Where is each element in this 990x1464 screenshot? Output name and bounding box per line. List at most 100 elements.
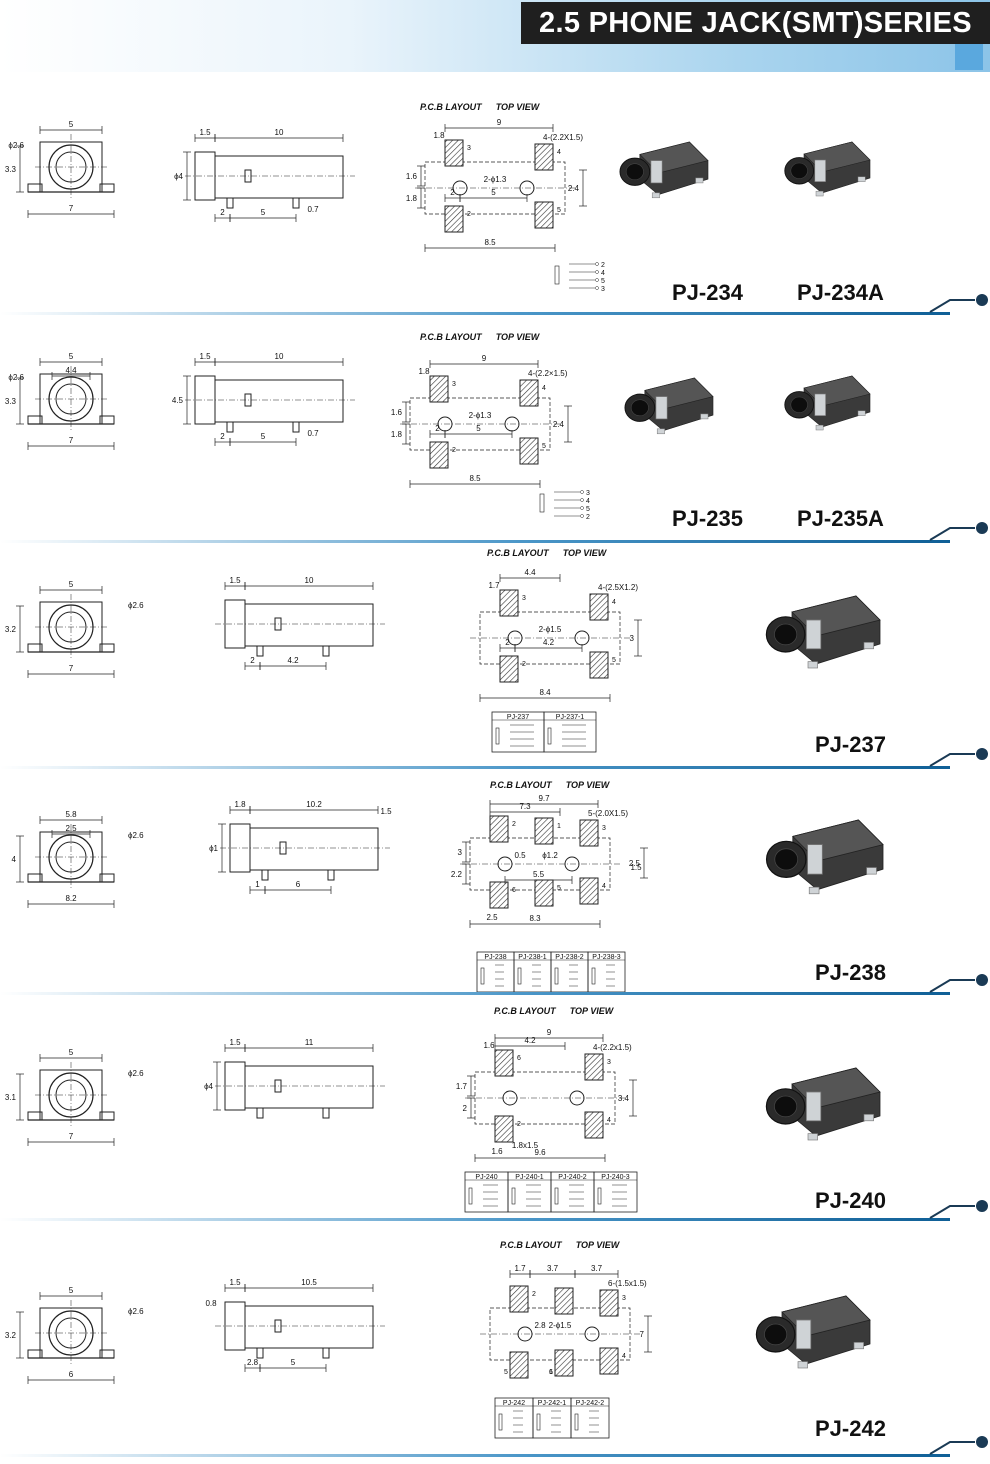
dimension-label: 0.7 — [307, 205, 319, 214]
pad-rect — [589, 593, 609, 621]
pad-rect — [534, 201, 554, 229]
jack-lead — [700, 413, 709, 420]
schematic-pin — [468, 1187, 473, 1205]
dimension-label: 5 — [491, 188, 496, 197]
side-body — [214, 379, 344, 423]
dimension-label: 3.3 — [5, 165, 17, 174]
schematic-label: PJ-240-3 — [601, 1174, 630, 1181]
pcb-pad — [489, 881, 509, 909]
side-pin — [292, 197, 300, 209]
schematic-pin — [591, 967, 596, 985]
pcb-pad — [534, 201, 554, 229]
side-body — [244, 603, 374, 647]
schematic-node — [595, 262, 599, 266]
schematic-pin — [511, 1187, 516, 1205]
pcb-pad — [509, 1285, 529, 1313]
jack-shield — [650, 160, 663, 184]
schematic-label: PJ-238 — [484, 954, 506, 961]
jack-bore — [790, 162, 808, 179]
front-tab — [99, 643, 115, 653]
dimension-label: 6-(1.5x1.5) — [608, 1279, 647, 1288]
dimension-label: 4 — [12, 855, 17, 864]
pcb-layout-label: P.C.B LAYOUT — [420, 332, 482, 342]
pin-number: 5 — [504, 1369, 508, 1376]
product-photo-pj-238 — [765, 819, 884, 895]
pcb-pad — [444, 139, 464, 167]
side-slot — [279, 841, 287, 855]
pcb-pad — [554, 1349, 574, 1377]
page-title: 2.5 PHONE JACK(SMT)SERIES — [521, 2, 990, 44]
pad-rect — [534, 879, 554, 907]
pcb-layout-label: P.C.B LAYOUT — [494, 1006, 556, 1016]
product-photo-pj-234 — [619, 141, 709, 199]
dimension-label: 0.5 — [514, 851, 526, 860]
schematic-pin — [547, 727, 552, 745]
dimension-label: ϕ2.6 — [8, 373, 24, 382]
dimension-label: 8.2 — [65, 894, 77, 903]
schematic-pin — [539, 493, 545, 513]
dimension-label: ϕ4 — [204, 1082, 213, 1091]
product-photo-pj-237 — [765, 595, 881, 669]
pcb-pad — [429, 375, 449, 403]
pcb-layout-label: P.C.B LAYOUT — [487, 548, 549, 558]
jack-lead — [807, 1133, 818, 1141]
dimension-label: 9.7 — [538, 794, 550, 803]
pin-number: 3 — [607, 1059, 611, 1066]
schematic-node — [595, 270, 599, 274]
dimension-label: 3.1 — [5, 1093, 17, 1102]
dimension-label: 7 — [69, 436, 74, 445]
pcb-pad — [519, 379, 539, 407]
model-label-pj-235: PJ-235 — [672, 506, 743, 531]
separator-arrow — [929, 979, 975, 993]
schematic-label: PJ-238-2 — [555, 954, 584, 961]
front-tab — [27, 1349, 43, 1359]
jack-lead — [815, 424, 824, 431]
pcb-pad — [589, 593, 609, 621]
dimension-label: 4.5 — [172, 396, 184, 405]
section-separator — [0, 766, 950, 769]
model-label-pj-237: PJ-237 — [815, 732, 886, 757]
pad-rect — [519, 379, 539, 407]
dimension-label: 5.5 — [533, 870, 545, 879]
schematic-node — [580, 498, 584, 502]
model-label-pj-242: PJ-242 — [815, 1416, 886, 1441]
pcb-pad — [599, 1347, 619, 1375]
pcb-pad — [599, 1289, 619, 1317]
side-pin — [322, 645, 330, 657]
product-photo-pj-235a — [784, 375, 871, 431]
jack-bore — [630, 399, 649, 417]
schematic-pin — [498, 1413, 503, 1431]
schematic-label: PJ-238-1 — [518, 954, 547, 961]
pcb-layout-label: P.C.B LAYOUT — [490, 780, 552, 790]
dimension-label: 1.8 — [391, 430, 403, 439]
dimension-label: 8.4 — [539, 688, 551, 697]
pcb-pad — [589, 651, 609, 679]
dimension-label: 6 — [296, 880, 301, 889]
dimension-label: 0.7 — [307, 429, 319, 438]
schematic-pin — [480, 967, 485, 985]
model-label-pj-234: PJ-234 — [672, 280, 743, 305]
side-slot — [274, 1079, 282, 1093]
front-tab — [99, 1349, 115, 1359]
front-tab — [27, 643, 43, 653]
top-view-label: TOP VIEW — [562, 548, 607, 558]
dimension-label: 3 — [458, 848, 463, 857]
header-accent-square — [955, 44, 983, 70]
dimension-label: 2 — [505, 638, 510, 647]
dimension-label: 1.5 — [199, 128, 211, 137]
separator-dot — [976, 1436, 988, 1448]
pin-number: 5 — [542, 443, 546, 450]
pin-number: 6 — [512, 887, 516, 894]
pcb-layout-label: P.C.B LAYOUT — [500, 1240, 562, 1250]
schematic-box — [593, 1171, 638, 1213]
dimension-label: 3.7 — [547, 1264, 559, 1273]
jack-shield — [806, 1091, 822, 1122]
pad-rect — [509, 1351, 529, 1379]
dimension-label: 5 — [69, 1048, 74, 1057]
pin-number: 1 — [557, 823, 561, 830]
schematic-box — [543, 711, 597, 753]
separator-arrow — [929, 1205, 975, 1219]
dimension-label: 4-(2.2X1.5) — [543, 133, 583, 142]
section-separator — [0, 312, 950, 315]
